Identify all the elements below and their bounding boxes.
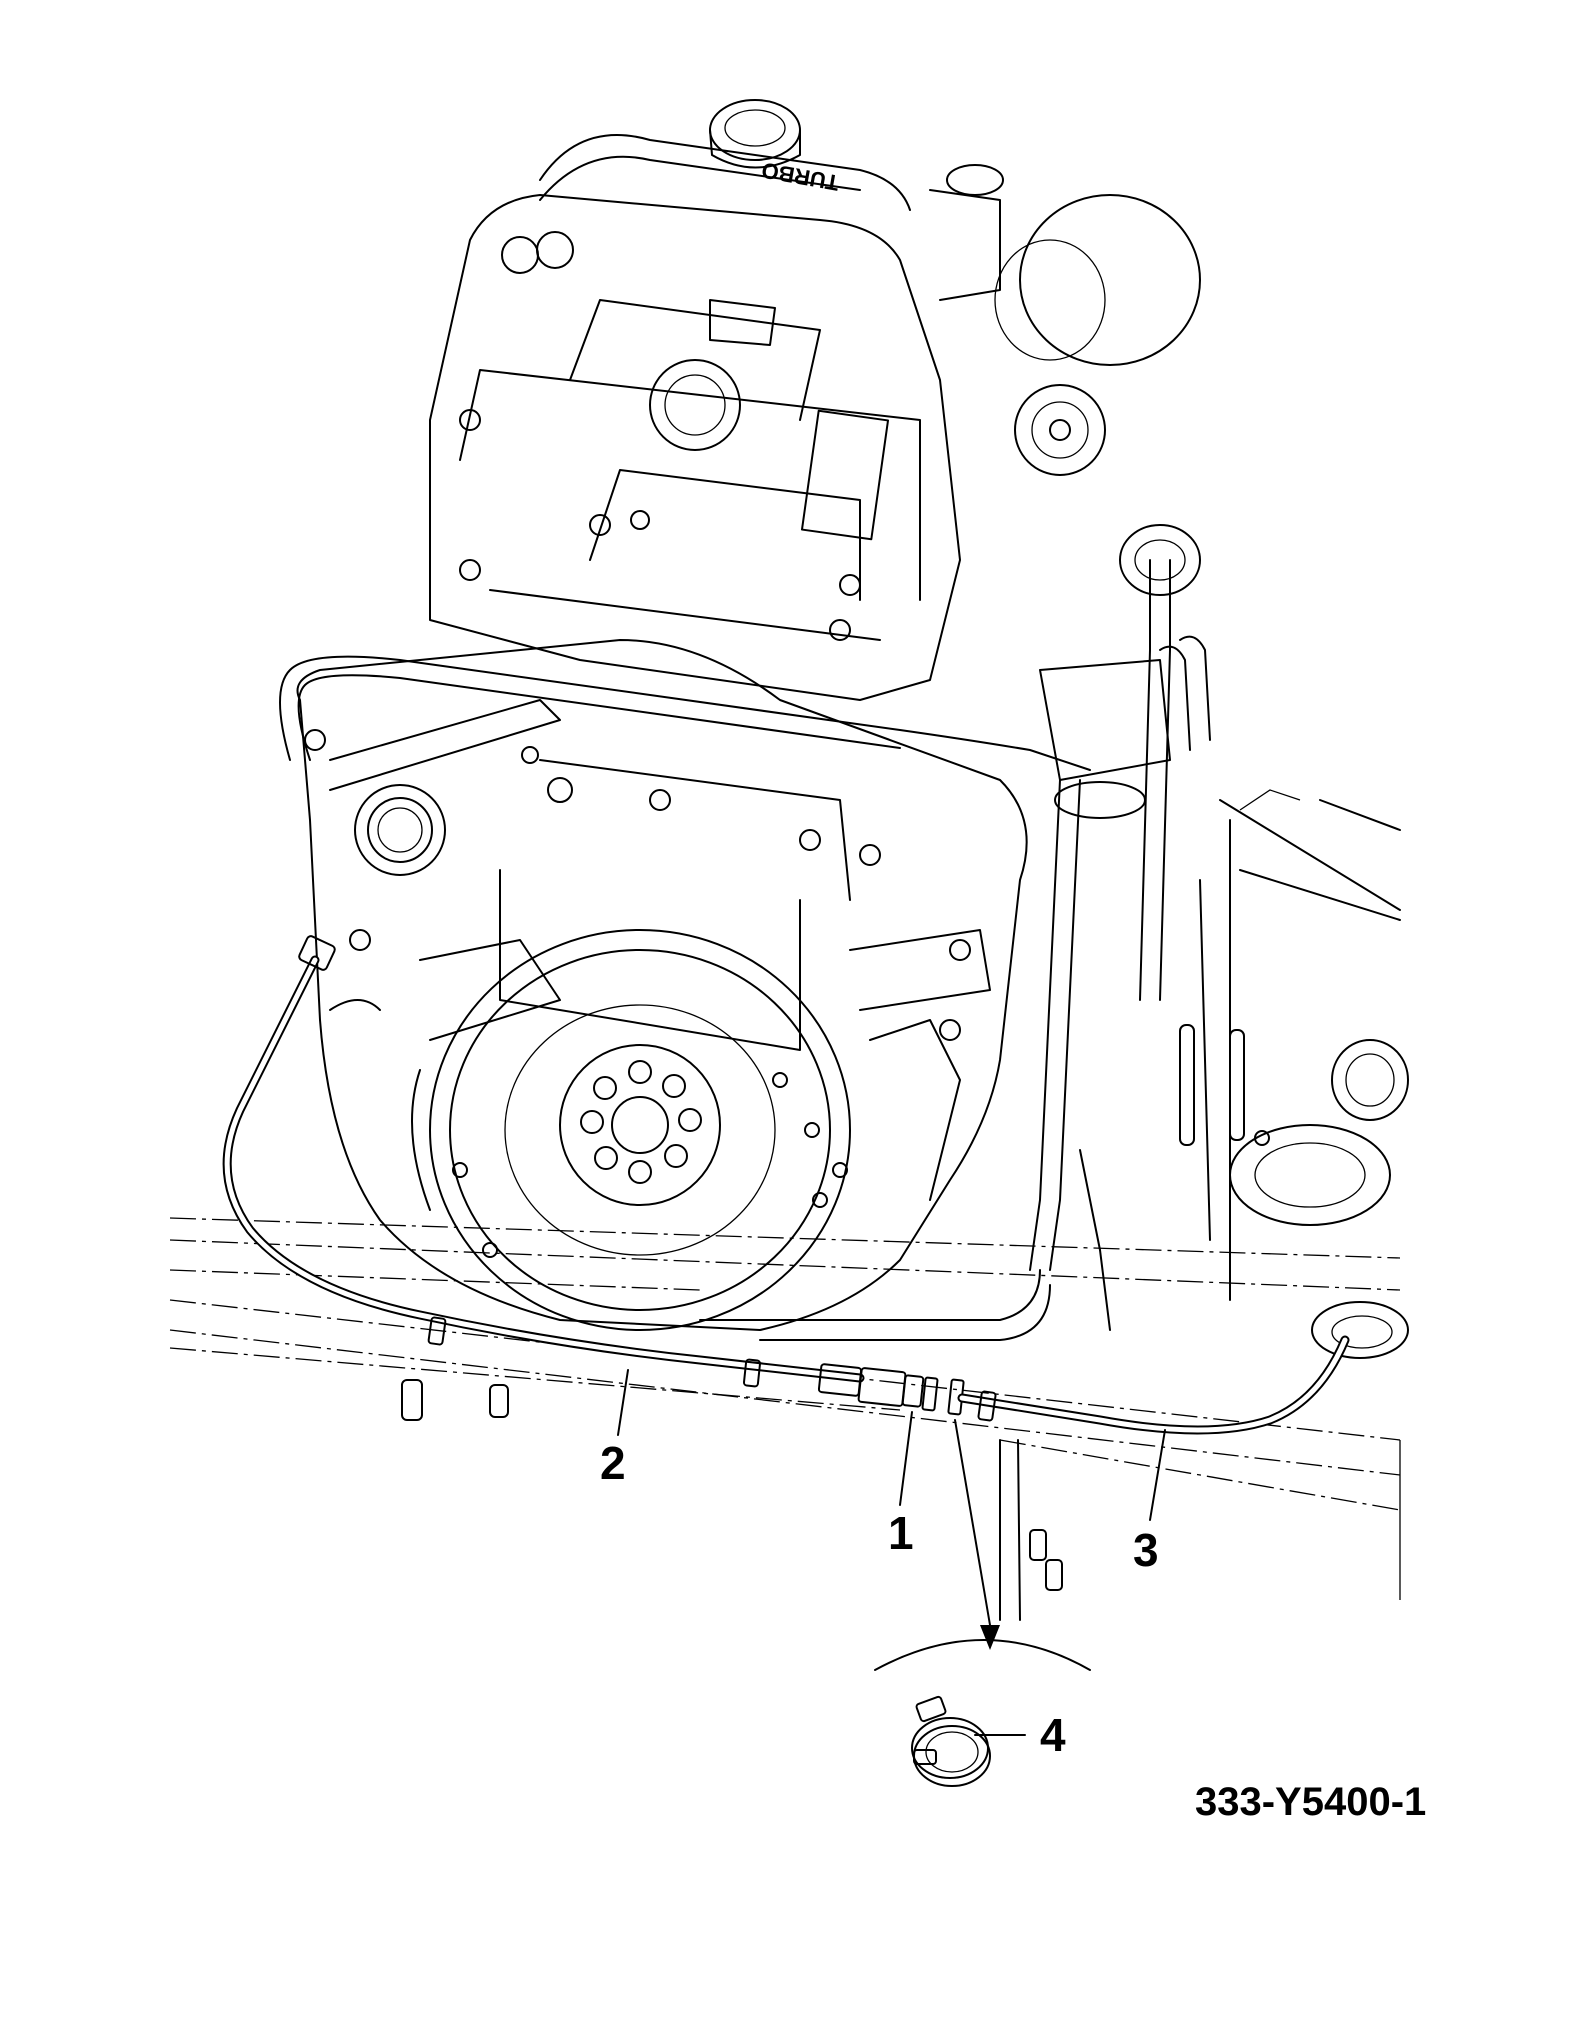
figure-id: 333-Y5400-1 [1195, 1780, 1427, 1824]
hose-3 [957, 1335, 1350, 1435]
hose-clamp [911, 1695, 991, 1787]
callout-2: 2 [600, 1437, 626, 1489]
turbo-label: TURBO [760, 158, 841, 196]
floor-fittings [401, 635, 1409, 1591]
callout-1: 1 [888, 1507, 914, 1559]
callout-3: 3 [1133, 1524, 1159, 1576]
hose-2 [222, 935, 865, 1388]
coupling [817, 1363, 965, 1416]
engine-block [296, 639, 1028, 1331]
callout-4: 4 [1040, 1709, 1066, 1761]
chassis-frame [169, 789, 1401, 1621]
engine-head: TURBO [279, 99, 1201, 1341]
flywheel-bolts [580, 1060, 702, 1184]
